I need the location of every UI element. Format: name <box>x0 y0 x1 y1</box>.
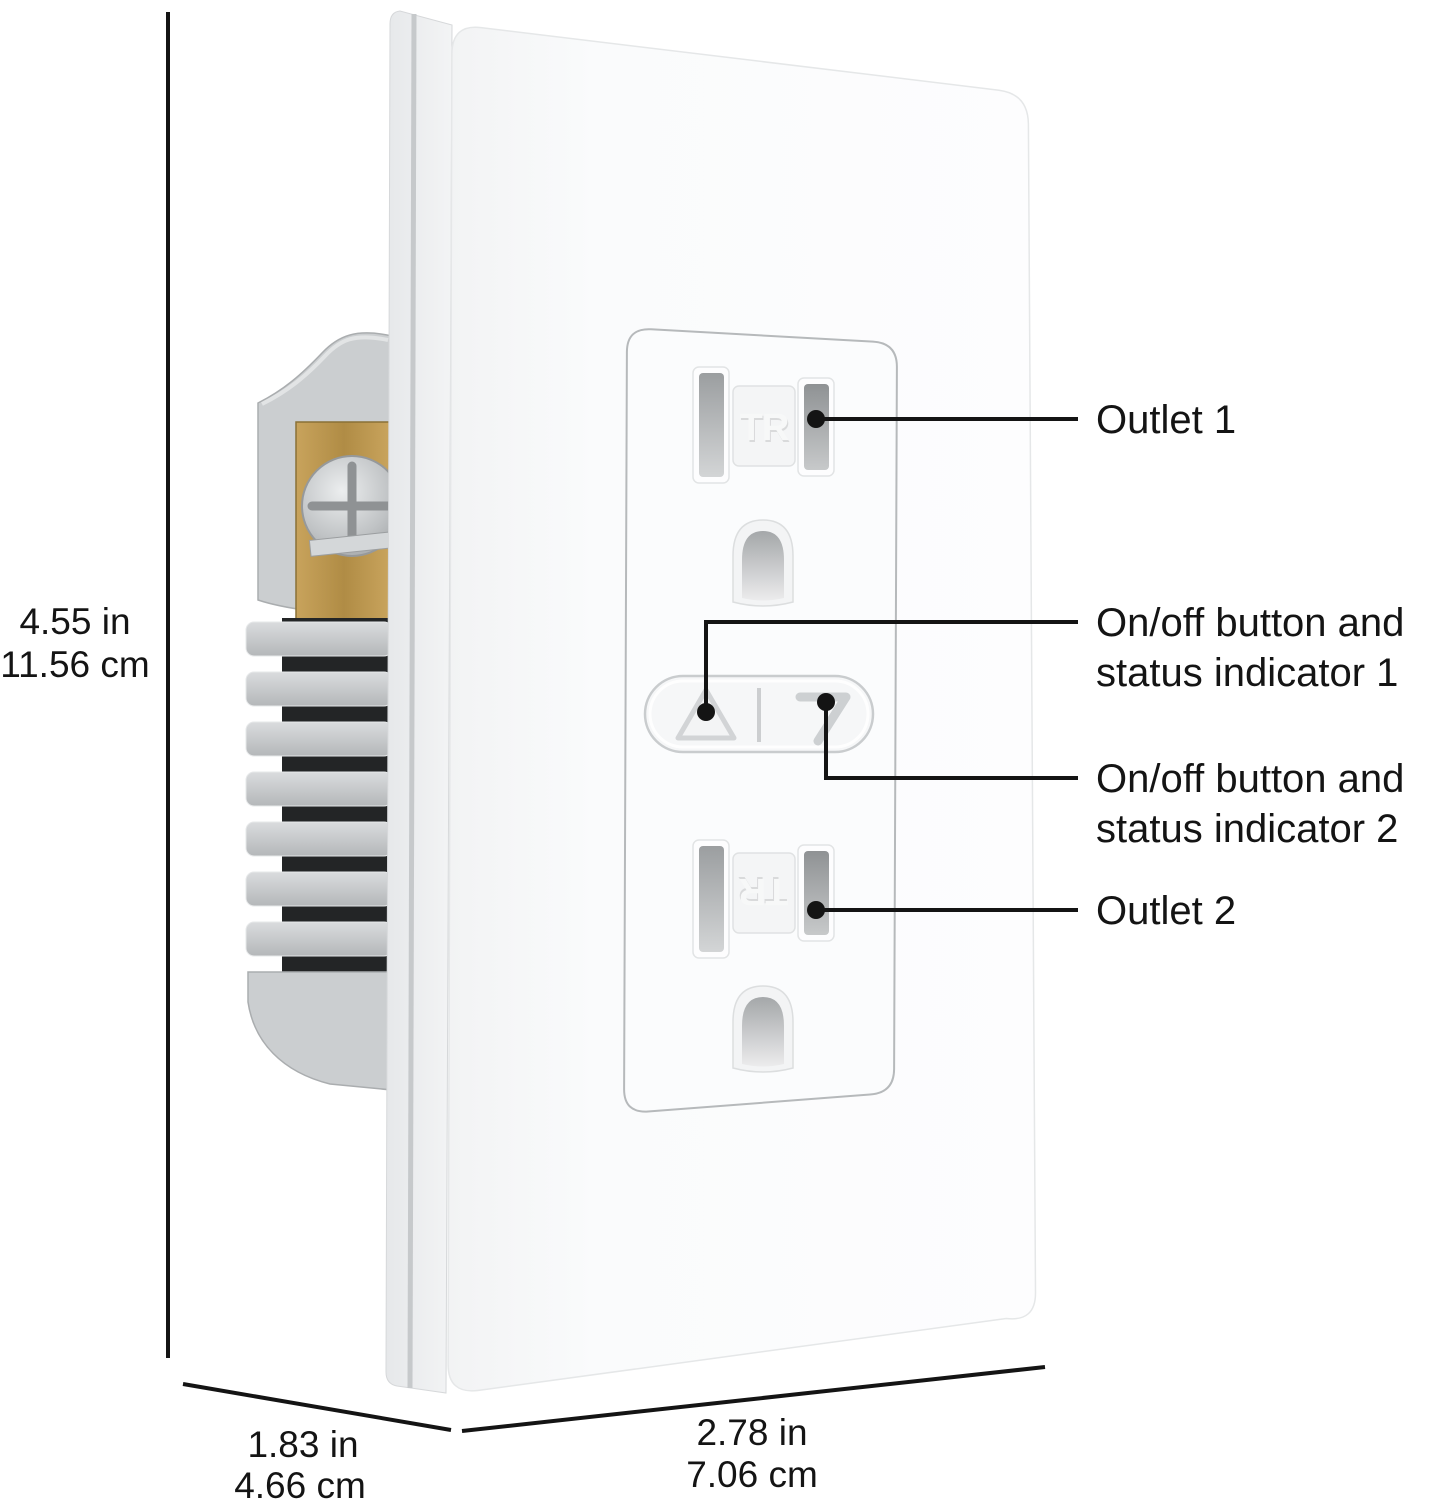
side-assembly <box>245 332 403 1091</box>
button1-label-line2: status indicator 1 <box>1096 651 1398 695</box>
depth-value-cm: 4.66 cm <box>234 1465 366 1500</box>
outlet2-tr-marking: TR <box>739 870 788 912</box>
button2-label-line2: status indicator 2 <box>1096 807 1398 851</box>
rocker-button-group <box>643 674 875 754</box>
width-value-in: 2.78 in <box>696 1412 807 1453</box>
callout-button1: On/off button and status indicator 1 <box>697 601 1404 721</box>
outlet1-tr-marking-shadow: TR <box>741 409 790 451</box>
outlet-2: TR TR <box>692 839 835 1073</box>
outlet1-tr-badge <box>732 385 796 467</box>
outlet1-tr-marking: TR <box>740 407 789 449</box>
heat-sink-fins <box>245 621 393 957</box>
width-value-cm: 7.06 cm <box>686 1454 818 1495</box>
callout-outlet1: Outlet 1 <box>807 398 1236 442</box>
wall-plate-side-groove <box>407 13 417 1389</box>
vent-fin <box>245 771 393 807</box>
height-value-in: 4.55 in <box>19 601 130 642</box>
vent-fin <box>245 871 393 907</box>
vent-fin <box>245 821 393 857</box>
button1-label-line1: On/off button and <box>1096 601 1404 645</box>
outlet2-ground-hole <box>742 997 784 1067</box>
outlet2-hot-slot <box>804 851 829 935</box>
outlet1-ground-hole <box>742 531 784 601</box>
depth-value-in: 1.83 in <box>247 1424 358 1465</box>
wall-plate-side-edge <box>385 10 453 1394</box>
width-dimension-line <box>461 1365 1046 1433</box>
callout-button2-line <box>824 702 1078 780</box>
outlet2-label: Outlet 2 <box>1096 889 1236 933</box>
outlet2-tr-marking-group: TR TR <box>738 868 788 912</box>
vent-fin <box>245 921 393 957</box>
vent-fin <box>245 671 393 707</box>
outlet2-tr-badge <box>732 852 796 934</box>
outlet-1: TR TR <box>692 366 835 607</box>
callout-button1-line <box>704 620 1078 712</box>
outlet2-tr-marking-shadow: TR <box>738 868 787 910</box>
height-value-cm: 11.56 cm <box>0 644 149 685</box>
vent-fin <box>245 621 393 657</box>
screw-phillips-cross-icon <box>307 461 397 551</box>
callout-outlet2: Outlet 2 <box>807 889 1236 933</box>
bracket-top-ridge <box>261 335 389 406</box>
outlet1-neutral-slot <box>699 373 724 477</box>
button2-label-line1: On/off button and <box>1096 757 1404 801</box>
mounting-bracket-lower <box>247 971 393 1091</box>
outlet2-neutral-slot <box>699 846 724 952</box>
rocker-pill-highlight <box>648 679 870 749</box>
outlet1-label: Outlet 1 <box>1096 398 1236 442</box>
vent-fin <box>245 721 393 757</box>
callout-button2: On/off button and status indicator 2 <box>817 693 1404 851</box>
depth-dimension-line <box>182 1382 452 1432</box>
